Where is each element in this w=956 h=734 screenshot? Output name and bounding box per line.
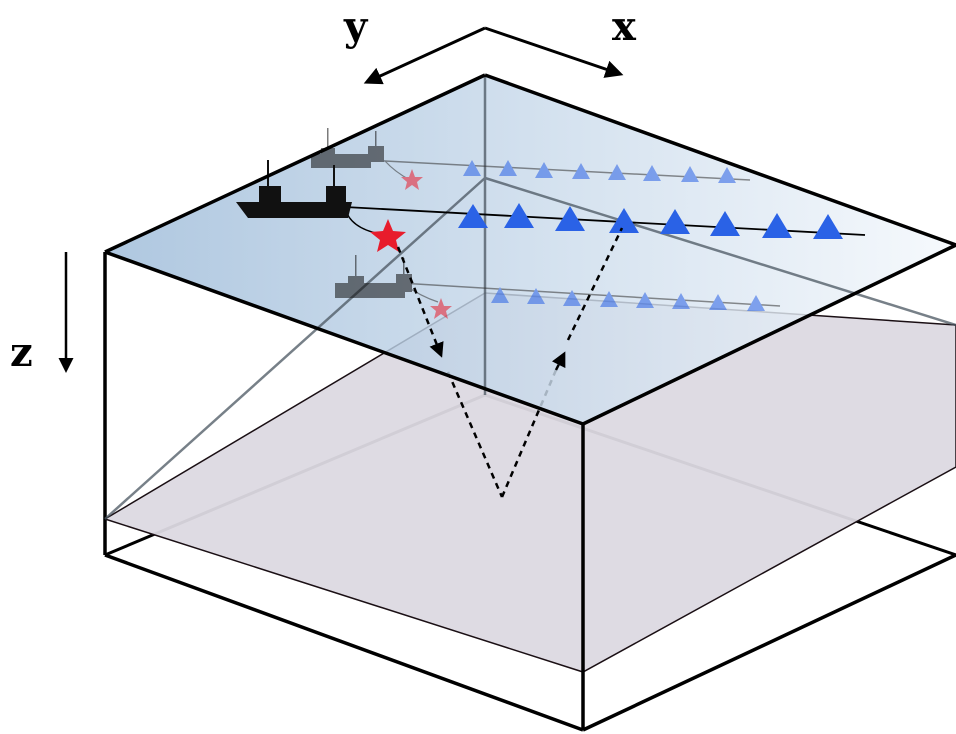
sea-surface-outline: [104, 73, 956, 426]
triangle-icon: [643, 165, 661, 181]
ship-icon: [311, 128, 384, 168]
star-icon: [401, 169, 423, 190]
triangle-icon: [563, 290, 581, 306]
triangle-icon: [572, 163, 590, 179]
ship-icon: [236, 160, 352, 218]
triangle-icon: [660, 209, 690, 234]
star-icon: [430, 298, 452, 319]
triangle-icon: [463, 160, 481, 176]
survey-line-active: [236, 160, 866, 252]
triangle-icon: [672, 293, 690, 309]
triangle-icon: [813, 214, 843, 239]
triangle-icon: [458, 204, 488, 228]
triangle-icon: [718, 167, 736, 183]
triangle-icon: [762, 213, 792, 238]
axis-label-z: z: [10, 329, 33, 376]
triangle-icon: [681, 166, 699, 182]
box-inner-lines: [104, 75, 956, 520]
triangle-icon: [608, 164, 626, 180]
axis-label-x: x: [612, 3, 637, 50]
axis-indicator-xy: [363, 26, 624, 85]
ship-icon: [335, 255, 412, 298]
axis-label-y: y: [343, 3, 369, 50]
star-icon: [370, 219, 406, 252]
survey-line-front: [335, 255, 781, 319]
triangle-icon: [499, 160, 517, 176]
triangle-icon: [609, 208, 639, 233]
triangle-icon: [555, 206, 585, 231]
triangle-icon: [491, 287, 509, 303]
survey-line-back: [311, 128, 751, 190]
ray-path-upper: [396, 227, 624, 371]
triangle-icon: [600, 291, 618, 307]
box-frame: [103, 252, 956, 732]
triangle-icon: [527, 288, 545, 304]
triangle-icon: [710, 211, 740, 236]
triangle-icon: [535, 162, 553, 178]
triangle-icon: [636, 292, 654, 308]
triangle-icon: [747, 295, 765, 311]
triangle-icon: [709, 294, 727, 310]
triangle-icon: [504, 203, 534, 228]
